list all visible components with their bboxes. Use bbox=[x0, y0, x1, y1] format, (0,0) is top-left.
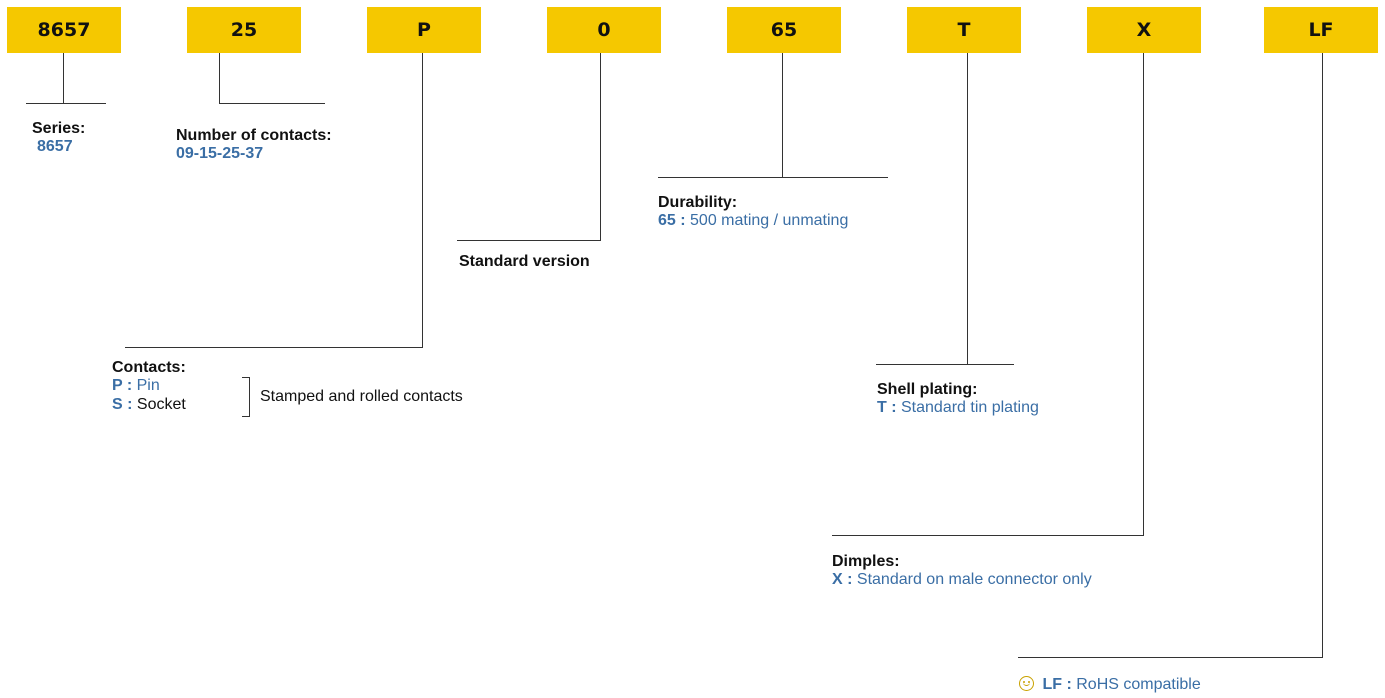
connector-version-h bbox=[457, 240, 601, 241]
connector-lf bbox=[1322, 53, 1323, 657]
connector-dimples bbox=[1143, 53, 1144, 535]
socket-text: Socket bbox=[136, 396, 186, 413]
durability-text: 500 mating / unmating bbox=[690, 212, 849, 229]
contacts-pin-row: P : Pin bbox=[112, 377, 160, 395]
dimples-text: Standard on male connector only bbox=[856, 571, 1092, 588]
connector-type-h bbox=[125, 347, 423, 348]
lf-text: RoHS compatible bbox=[1076, 676, 1201, 693]
connector-series bbox=[63, 53, 64, 103]
code-box-type: P bbox=[367, 7, 481, 53]
series-label: Series: bbox=[32, 120, 86, 137]
lf-code: LF : bbox=[1042, 676, 1072, 693]
connector-type bbox=[422, 53, 423, 347]
code-box-dimples: X bbox=[1087, 7, 1201, 53]
dimples-label: Dimples: bbox=[832, 553, 900, 570]
durability-code: 65 : bbox=[658, 212, 686, 229]
series-value: 8657 bbox=[37, 138, 73, 155]
pin-text: Pin bbox=[136, 377, 160, 394]
shell-row: T : Standard tin plating bbox=[877, 399, 1039, 417]
smiley-icon bbox=[1019, 676, 1034, 691]
connector-lf-h bbox=[1018, 657, 1323, 658]
connector-series-h bbox=[26, 103, 106, 104]
dimples-row: X : Standard on male connector only bbox=[832, 571, 1092, 589]
durability-row: 65 : 500 mating / unmating bbox=[658, 212, 848, 230]
durability-label: Durability: bbox=[658, 194, 738, 211]
code-box-contacts: 25 bbox=[187, 7, 301, 53]
shell-code: T : bbox=[877, 399, 897, 416]
connector-shell bbox=[967, 53, 968, 364]
connector-durability bbox=[782, 53, 783, 177]
connector-contacts bbox=[219, 53, 220, 103]
contacts-socket-row: S : Socket bbox=[112, 396, 186, 414]
code-box-version: 0 bbox=[547, 7, 661, 53]
connector-contacts-h bbox=[219, 103, 325, 104]
shell-label: Shell plating: bbox=[877, 381, 978, 398]
code-box-lf: LF bbox=[1264, 7, 1378, 53]
contacts-count-label: Number of contacts: bbox=[176, 127, 332, 144]
connector-version bbox=[600, 53, 601, 240]
code-box-series: 8657 bbox=[7, 7, 121, 53]
code-box-durability: 65 bbox=[727, 7, 841, 53]
contacts-count-value: 09-15-25-37 bbox=[176, 145, 264, 162]
lf-row: LF : RoHS compatible bbox=[1019, 676, 1201, 694]
socket-code: S : bbox=[112, 396, 133, 413]
shell-text: Standard tin plating bbox=[901, 399, 1039, 416]
standard-version-label: Standard version bbox=[459, 253, 590, 270]
pin-code: P : bbox=[112, 377, 133, 394]
contacts-label: Contacts: bbox=[112, 359, 186, 376]
dimples-code: X : bbox=[832, 571, 853, 588]
contacts-bracket bbox=[242, 377, 250, 417]
connector-dimples-h bbox=[832, 535, 1144, 536]
code-box-shell: T bbox=[907, 7, 1021, 53]
connector-durability-h bbox=[658, 177, 888, 178]
connector-shell-h bbox=[876, 364, 1014, 365]
contacts-note: Stamped and rolled contacts bbox=[260, 388, 463, 405]
